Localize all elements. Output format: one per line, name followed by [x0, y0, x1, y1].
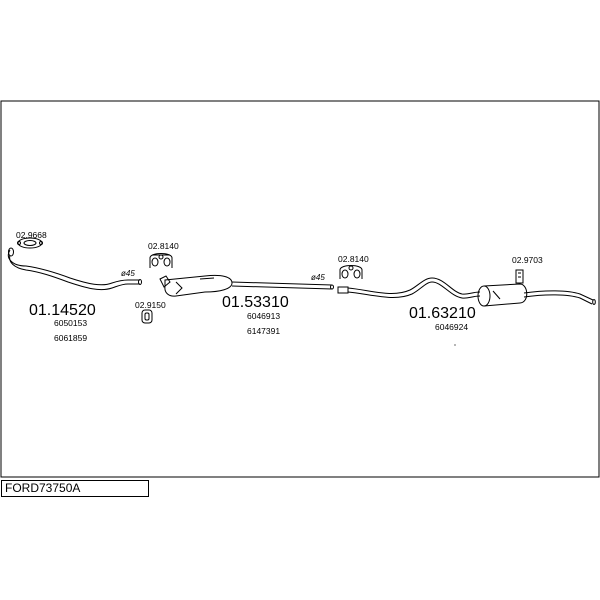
- oem-number: 6046924: [435, 322, 468, 332]
- gasket-fitting-icon: [17, 237, 43, 249]
- pipe-diameter-label: ø45: [121, 269, 135, 278]
- clamp-fitting-icon: [141, 309, 153, 324]
- oem-number: 6050153: [54, 318, 87, 328]
- rubber-hanger-icon: [339, 265, 363, 279]
- part-code-rear-silencer: 01.63210: [409, 305, 476, 322]
- dot-mark: [454, 344, 456, 346]
- front-pipe-part: [7, 247, 142, 291]
- reference-code-box: FORD73750A: [1, 480, 149, 497]
- part-code-front-pipe: 01.14520: [29, 302, 96, 319]
- oem-number: 6061859: [54, 333, 87, 343]
- fitting-code-hanger: 02.8140: [338, 254, 369, 264]
- fitting-code-gasket: 02.9668: [16, 230, 47, 240]
- middle-silencer-part: [159, 274, 334, 297]
- rear-silencer-part: [337, 277, 596, 307]
- fitting-code-hanger: 02.8140: [148, 241, 179, 251]
- part-code-middle-silencer: 01.53310: [222, 294, 289, 311]
- rubber-hanger-icon: [149, 253, 173, 268]
- reference-code: FORD73750A: [5, 481, 81, 495]
- fitting-code-clamp: 02.9150: [135, 300, 166, 310]
- diagram-frame: [0, 100, 600, 478]
- fitting-code-bracket: 02.9703: [512, 255, 543, 265]
- oem-number: 6147391: [247, 326, 280, 336]
- oem-number: 6046913: [247, 311, 280, 321]
- pipe-diameter-label: ø45: [311, 273, 325, 282]
- mounting-bracket-icon: [515, 269, 524, 284]
